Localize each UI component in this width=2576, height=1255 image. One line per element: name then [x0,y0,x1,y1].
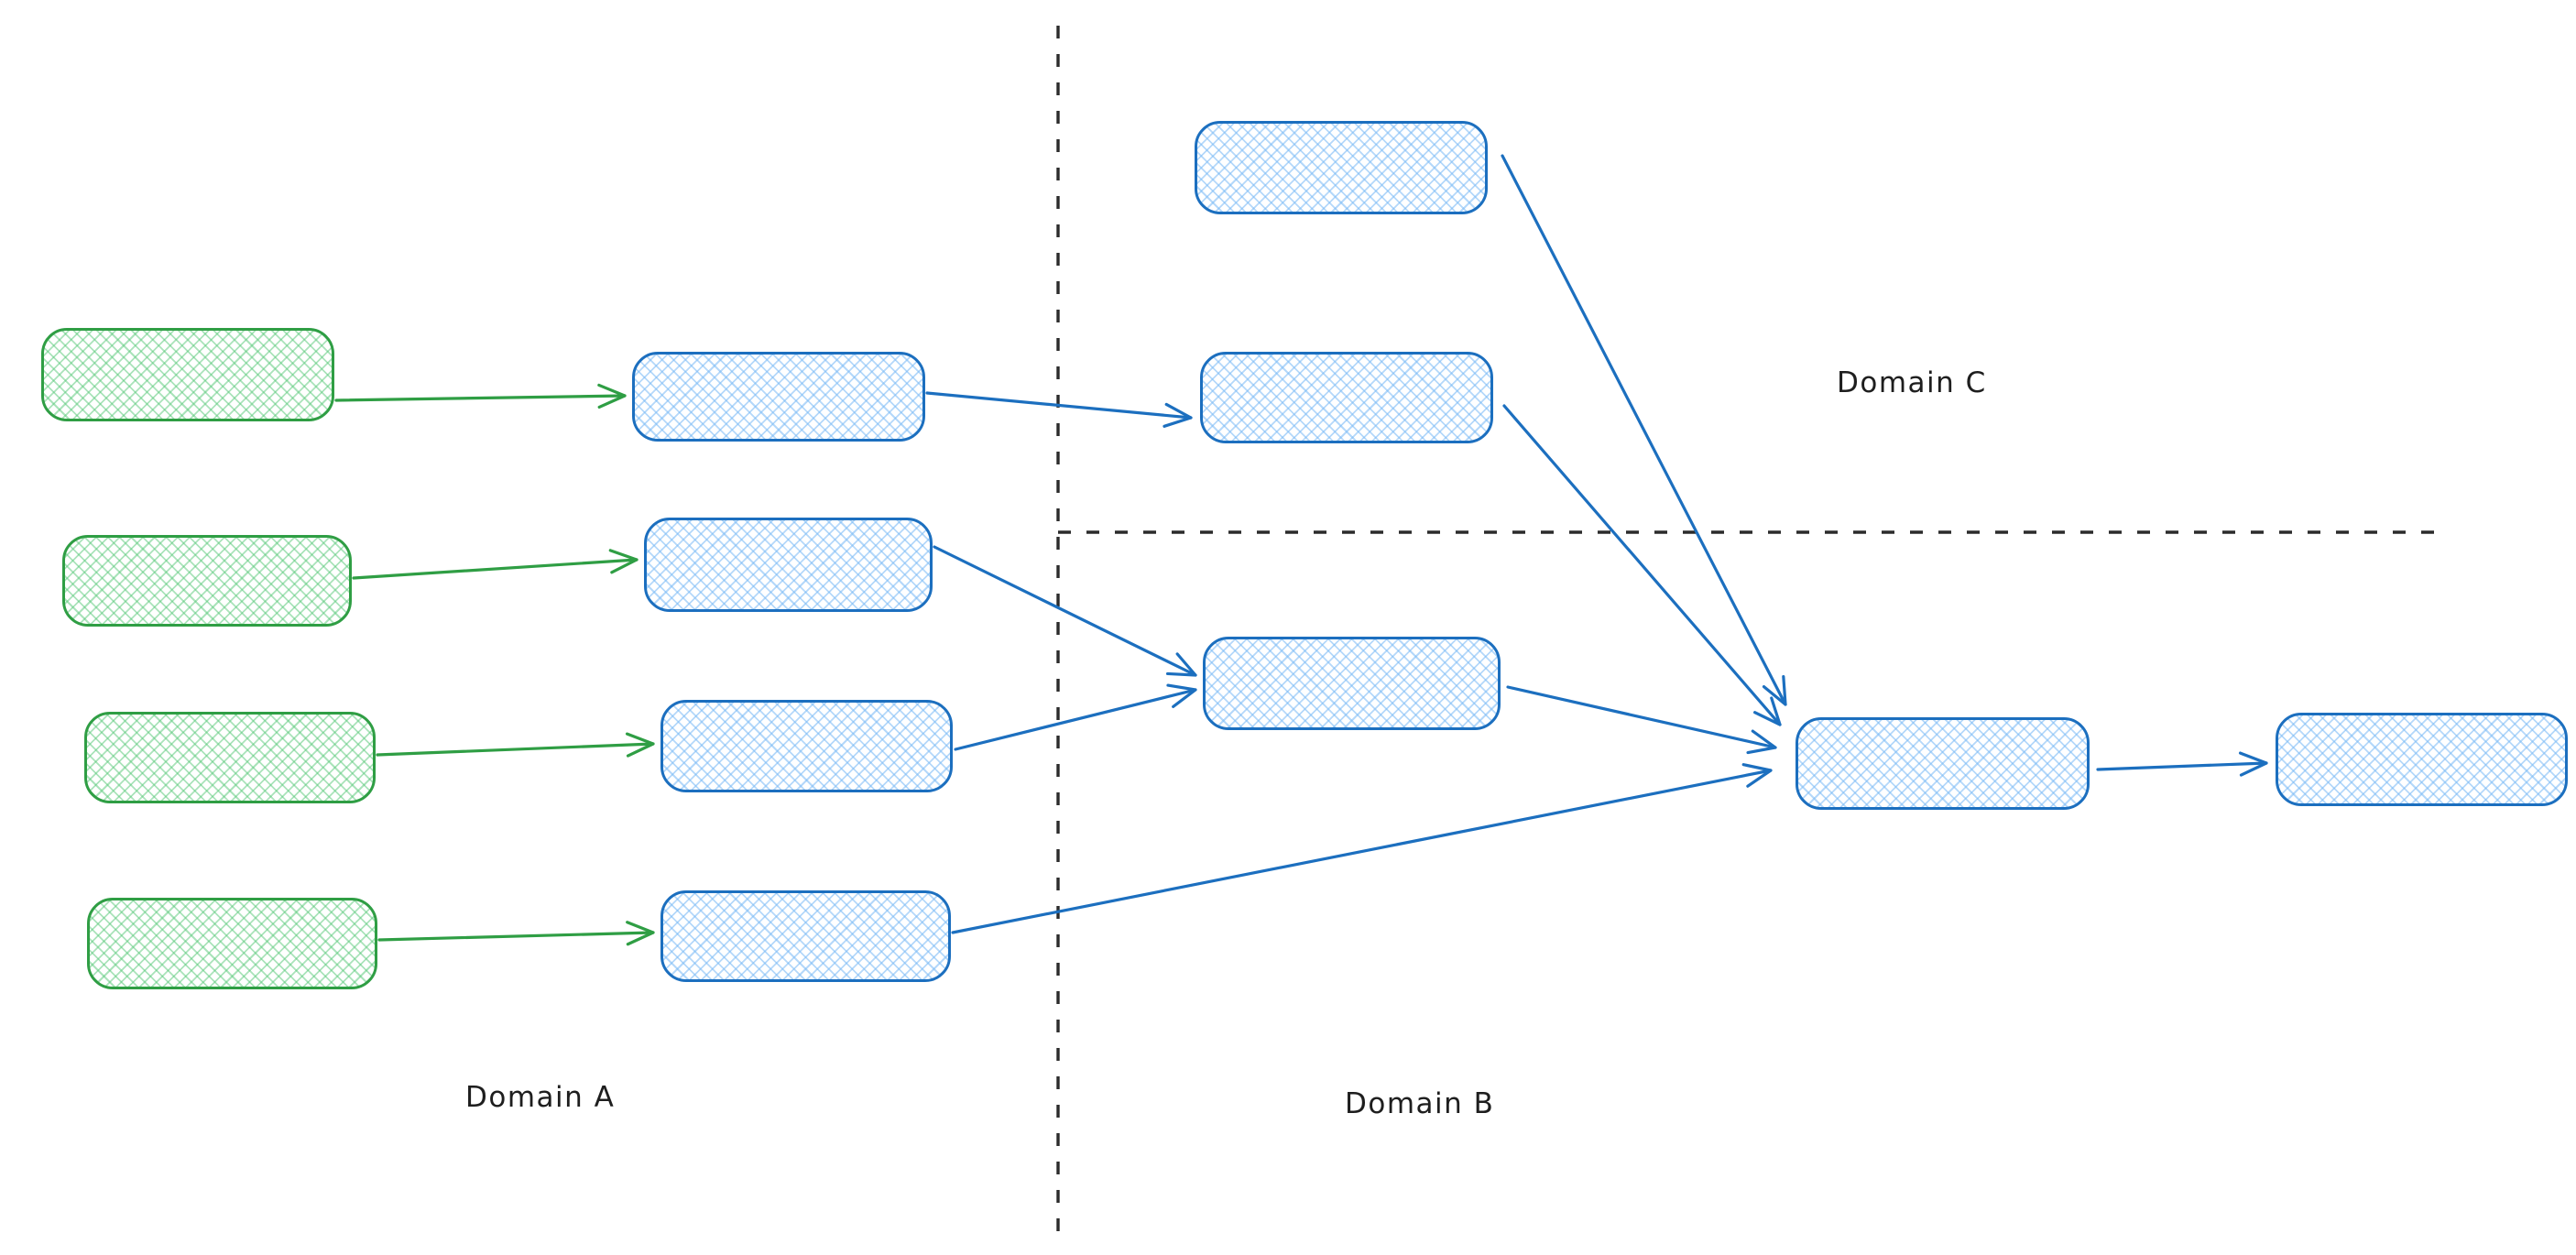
blue-box-a2 [644,518,933,612]
green-box-3 [84,712,376,803]
green-box-1 [41,328,334,421]
blue-box-a3 [660,700,953,792]
blue-box-a1 [632,352,925,442]
blue-box-a4 [660,890,951,982]
output-box [2276,713,2568,806]
domain-c-label: Domain C [1837,366,1987,399]
blue-box-b3 [1203,637,1501,730]
domain-a-label: Domain A [465,1081,616,1114]
green-box-2 [62,535,352,627]
blue-box-b2 [1200,352,1493,443]
merge-box [1796,717,2090,810]
blue-box-b1 [1195,121,1488,214]
domain-b-label: Domain B [1345,1087,1495,1120]
green-box-4 [87,898,377,989]
